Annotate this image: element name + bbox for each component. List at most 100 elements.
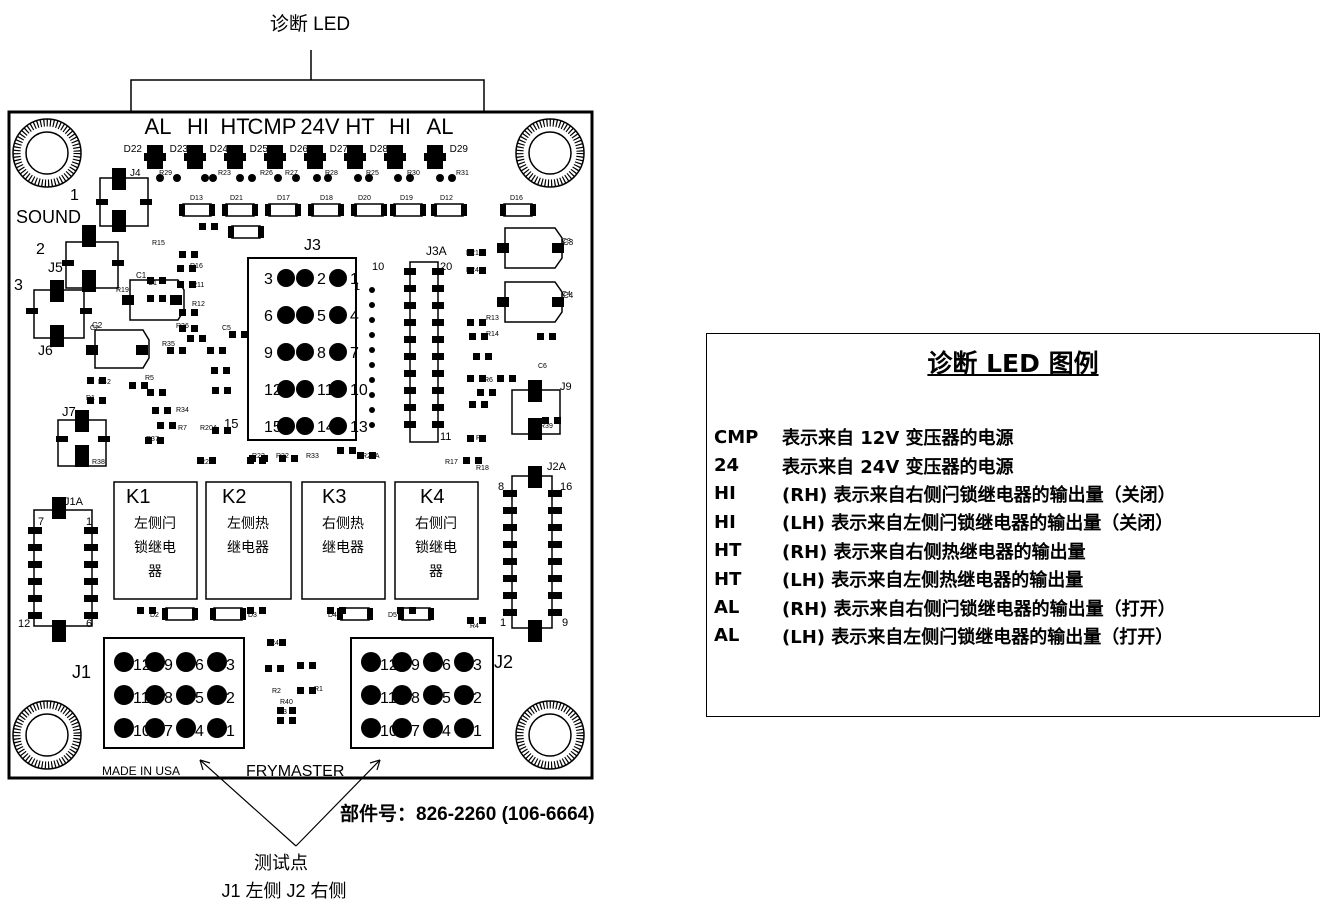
component-label: R19 [116, 287, 129, 294]
led-id: D23 [170, 144, 189, 155]
relay-k3: K3 右侧热 继电器 [301, 481, 386, 600]
led-label: HT [220, 114, 249, 139]
svg-text:J3: J3 [304, 237, 321, 254]
pin-number: 9 [264, 345, 273, 362]
component-label: R4 [470, 623, 479, 630]
svg-text:J7: J7 [62, 404, 76, 419]
pin-icon [329, 269, 347, 287]
svg-text:C3: C3 [563, 238, 574, 247]
component-label: D5 [388, 612, 397, 619]
board-origin-label: MADE IN USA [102, 764, 180, 778]
pin-number: 3 [226, 657, 235, 674]
svg-text:6: 6 [86, 618, 92, 630]
component-label: R39 [540, 423, 553, 430]
svg-text:J1A: J1A [64, 496, 84, 508]
test-point-arrows [199, 759, 381, 847]
pin-icon [207, 685, 227, 705]
component-label: R14 [486, 331, 499, 338]
led-id: D28 [370, 144, 389, 155]
pin-icon [329, 380, 347, 398]
svg-text:J3A: J3A [426, 244, 447, 258]
pin-icon [423, 685, 443, 705]
svg-text:C4: C4 [563, 291, 574, 300]
pin-icon [423, 718, 443, 738]
pin-icon [329, 417, 347, 435]
pin-icon [114, 718, 134, 738]
component-label: R41 [270, 640, 283, 647]
component-label: R3 [278, 709, 287, 716]
svg-text:16: 16 [560, 481, 572, 493]
pin-icon [277, 306, 295, 324]
pin-icon [277, 269, 295, 287]
pin-icon [114, 685, 134, 705]
capacitor-c4: C4 [497, 281, 574, 323]
component-label: R36 [176, 323, 189, 330]
component-label: R5 [145, 375, 154, 382]
pin-icon [296, 417, 314, 435]
strip-pads [28, 466, 562, 642]
pin-icon [392, 685, 412, 705]
component-label: R37 [146, 436, 159, 443]
pin-icon [392, 718, 412, 738]
component-label: D17 [277, 195, 290, 202]
led-id: D27 [330, 144, 349, 155]
pin-number: 8 [164, 690, 173, 707]
pin-number: 2 [473, 690, 482, 707]
svg-text:锁继电: 锁继电 [134, 539, 176, 555]
svg-text:10: 10 [372, 261, 384, 273]
component-label: R32 [276, 453, 289, 460]
pin-number: 3 [473, 657, 482, 674]
component-label: R22A [362, 453, 380, 460]
component-label: R16 [190, 263, 203, 270]
led-label: HT [345, 114, 374, 139]
component-label: R26 [260, 170, 273, 177]
component-label: R38 [92, 459, 105, 466]
led-label: AL [427, 114, 454, 139]
component-label: C2 [90, 325, 99, 332]
pin-number: 9 [411, 657, 420, 674]
component-label: R24 [466, 267, 479, 274]
capacitor-c2: C2 [86, 321, 150, 369]
led-id: D24 [210, 144, 229, 155]
connector-j3: J3 [247, 237, 357, 441]
component-label: D19 [400, 195, 413, 202]
component-label: D3 [248, 612, 257, 619]
svg-text:1: 1 [500, 617, 506, 629]
svg-text:J2: J2 [494, 652, 513, 672]
component-label: R23 [218, 170, 231, 177]
pin-icon [145, 718, 165, 738]
component-label: D16 [510, 195, 523, 202]
svg-text:J2A: J2A [547, 461, 567, 473]
top-led-label: 诊断 LED [270, 13, 350, 35]
legend-row: HT(LH) 表示来自左侧热继电器的输出量 [714, 568, 1084, 592]
svg-text:J9: J9 [560, 381, 572, 393]
component-label: D12 [440, 195, 453, 202]
component-label: R8 [476, 435, 485, 442]
connector-j7: J7 [56, 404, 110, 467]
component-label: D2 [150, 612, 159, 619]
svg-text:K2: K2 [222, 486, 246, 508]
pin-icon [361, 652, 381, 672]
component-label: D21 [230, 195, 243, 202]
svg-text:继电器: 继电器 [322, 539, 364, 555]
pin-icon [207, 652, 227, 672]
svg-text:J6: J6 [38, 342, 53, 358]
component-label: R30 [407, 170, 420, 177]
svg-text:K3: K3 [322, 486, 346, 508]
pin-icon [277, 380, 295, 398]
component-label: R12 [192, 301, 205, 308]
svg-text:右侧闩: 右侧闩 [415, 515, 457, 531]
component-label: R7 [178, 425, 187, 432]
pin-number: 8 [317, 345, 326, 362]
led-id: D22 [124, 144, 143, 155]
side-number: 3 [14, 277, 23, 294]
svg-text:12: 12 [18, 618, 30, 630]
legend-row: AL(RH) 表示来自右侧闩锁继电器的输出量（打开） [714, 597, 1176, 620]
led-label: AL [145, 114, 172, 139]
pin-number: 1 [226, 723, 235, 740]
side-number: 2 [36, 241, 45, 258]
